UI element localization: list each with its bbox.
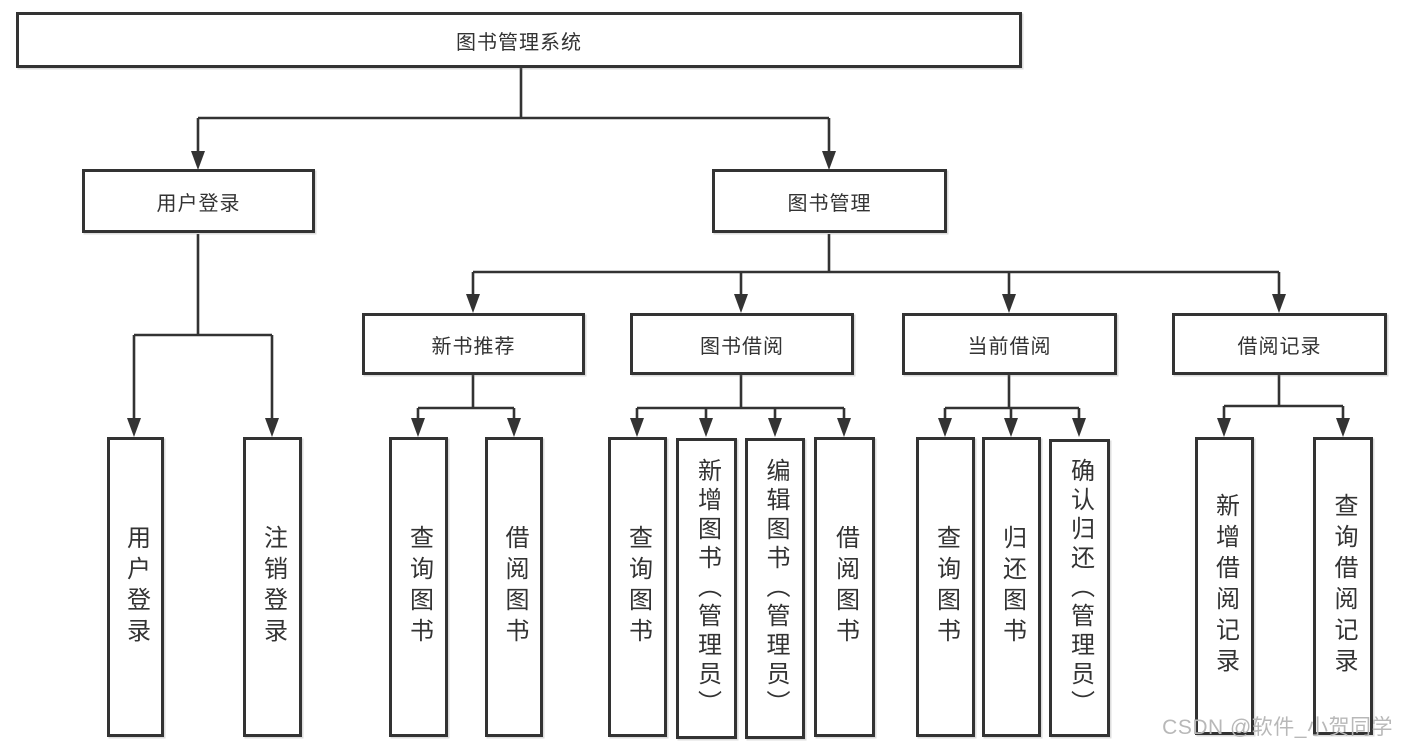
branch-box-new-book-recommend: 新书推荐	[362, 313, 585, 375]
connector-borrow-records-children	[1217, 375, 1350, 437]
arrowhead	[1336, 418, 1350, 437]
leaf-label: 新增图书（管理员）	[693, 458, 721, 719]
branch-label: 用户登录	[156, 192, 241, 215]
connector-current-borrow-children	[938, 375, 1086, 437]
leaf-box-edit-books-admin: 编辑图书（管理员）	[745, 438, 805, 739]
leaf-label: 查询图书	[932, 525, 960, 649]
leaf-box-query-borrow-record: 查询借阅记录	[1313, 437, 1373, 735]
leaf-label: 查询图书	[624, 525, 652, 649]
leaf-box-user-login: 用户登录	[107, 437, 164, 737]
arrowhead	[507, 418, 521, 437]
arrowhead	[837, 418, 851, 437]
leaf-label: 归还图书	[998, 525, 1026, 649]
leaf-box-query-books-recommend: 查询图书	[389, 437, 448, 737]
leaf-label: 新增借阅记录	[1211, 493, 1239, 679]
leaf-label: 查询图书	[405, 525, 433, 649]
arrowhead	[734, 294, 748, 313]
arrowhead	[938, 418, 952, 437]
arrowhead	[1272, 294, 1286, 313]
leaf-label: 编辑图书（管理员）	[762, 458, 789, 719]
arrowhead	[466, 294, 480, 313]
branch-box-user-login: 用户登录	[82, 169, 315, 233]
leaf-box-add-borrow-record: 新增借阅记录	[1195, 437, 1254, 735]
branch-box-book-management: 图书管理	[712, 169, 947, 233]
leaf-label: 注销登录	[259, 525, 287, 649]
branch-box-book-borrow: 图书借阅	[630, 313, 854, 375]
leaf-label: 借阅图书	[501, 525, 528, 649]
leaf-label: 查询借阅记录	[1330, 493, 1357, 679]
root-box-library-system: 图书管理系统	[16, 12, 1022, 68]
connector-root-to-level2	[191, 67, 836, 170]
leaf-label: 借阅图书	[831, 525, 859, 649]
arrowhead	[265, 418, 279, 437]
leaf-label: 用户登录	[122, 525, 150, 649]
branch-label: 借阅记录	[1237, 335, 1322, 358]
leaf-label: 确认归还（管理员）	[1066, 457, 1094, 719]
leaf-box-query-books-current: 查询图书	[916, 437, 975, 737]
leaf-box-confirm-return-admin: 确认归还（管理员）	[1049, 439, 1110, 737]
leaf-box-return-books: 归还图书	[982, 437, 1041, 737]
leaf-box-add-books-admin: 新增图书（管理员）	[676, 438, 737, 739]
branch-label: 图书管理	[787, 192, 872, 215]
arrowhead	[699, 418, 713, 437]
branch-label: 图书借阅	[700, 335, 784, 358]
arrowhead	[1002, 294, 1016, 313]
csdn-watermark: CSDN @软件_小贺同学	[1162, 716, 1393, 739]
leaf-box-logout: 注销登录	[243, 437, 302, 737]
branch-box-borrow-records: 借阅记录	[1172, 313, 1387, 375]
arrowhead	[768, 418, 782, 437]
arrowhead	[822, 151, 836, 170]
connector-new-book-recommend-children	[411, 375, 521, 437]
arrowhead	[630, 418, 644, 437]
arrowhead	[127, 418, 141, 437]
leaf-box-query-books-borrow: 查询图书	[608, 437, 667, 737]
arrowhead	[1217, 418, 1231, 437]
branch-label: 当前借阅	[967, 335, 1052, 358]
leaf-box-borrow-books: 借阅图书	[814, 437, 875, 737]
arrowhead	[411, 418, 425, 437]
arrowhead	[191, 151, 205, 170]
arrowhead	[1004, 418, 1018, 437]
root-label: 图书管理系统	[456, 31, 582, 54]
connector-book-borrow-children	[630, 375, 851, 437]
branch-label: 新书推荐	[431, 335, 516, 358]
leaf-box-borrow-books-recommend: 借阅图书	[485, 437, 543, 737]
arrowhead	[1072, 418, 1086, 437]
branch-box-current-borrow: 当前借阅	[902, 313, 1117, 375]
connector-user-login-children	[127, 234, 279, 437]
connector-book-management-children	[466, 234, 1286, 313]
